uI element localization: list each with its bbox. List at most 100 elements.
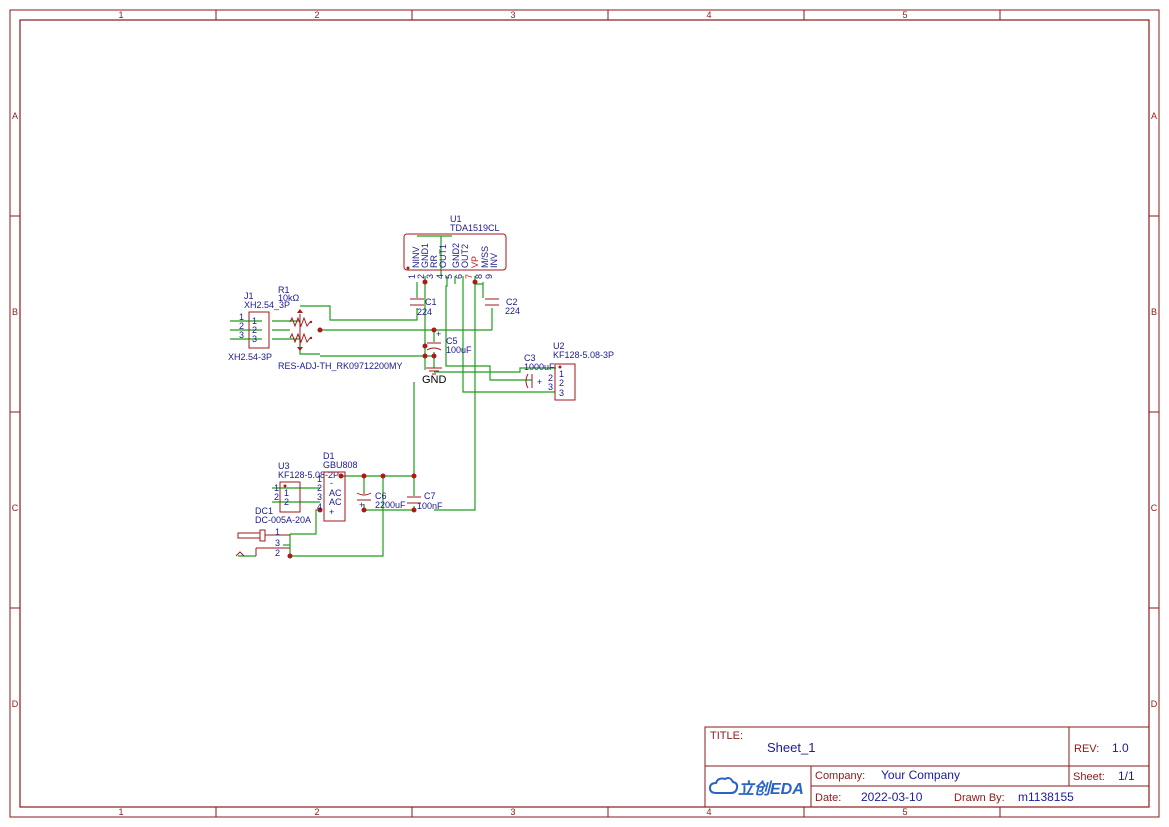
u1-pin-number: 4 (435, 274, 445, 279)
junction-dot (472, 279, 478, 285)
r1-potentiometer[interactable]: R1 10kΩ RES-ADJ-TH_RK09712200MY (278, 285, 403, 371)
c6-electrolytic-capacitor[interactable]: + C6 2200uF (356, 491, 406, 510)
u2-pin-label: 3 (559, 388, 564, 398)
dc1-ref: DC1 (255, 506, 273, 516)
junction-dot (361, 507, 367, 513)
u1-pin-numbers: 1 2 3 4 5 6 7 8 9 (407, 274, 494, 279)
junction-dot (287, 553, 293, 559)
rev-label: REV: (1074, 743, 1099, 755)
frame-col-label: 4 (706, 807, 711, 817)
d1-pin-number: 4 (317, 502, 322, 512)
c7-value: 100nF (417, 501, 443, 511)
frame-column-labels-bottom: 1 2 3 4 5 (118, 807, 907, 817)
junction-dot (422, 353, 428, 359)
u2-ref: U2 (553, 341, 565, 351)
u1-pin-number: 6 (454, 274, 464, 279)
gnd-label: GND (422, 374, 447, 386)
d1-pin-label: AC (329, 488, 342, 498)
u2-terminal-block[interactable]: U2 KF128-5.08-3P 1 2 3 2 3 (548, 341, 614, 401)
c1-value: 224 (417, 307, 432, 317)
c1-capacitor[interactable]: C1 224 (410, 297, 437, 317)
frame-col-label: 3 (510, 807, 515, 817)
dc1-power-jack[interactable]: DC1 DC-005A-20A 1 3 2 (235, 506, 311, 558)
u1-pin-name: M/SS (480, 246, 490, 268)
date-label: Date: (815, 792, 841, 804)
sheet-value: 1/1 (1118, 769, 1135, 783)
u1-body (403, 233, 507, 271)
title-value: Sheet_1 (767, 740, 815, 755)
logo-text: 立创EDA (738, 780, 804, 798)
cloud-icon (708, 777, 739, 794)
u2-value: KF128-5.08-3P (553, 350, 614, 360)
u2-pin-label: 1 (559, 369, 564, 379)
u1-amplifier-ic[interactable]: U1 TDA1519CL NINV GND1 RR OUT1 GND2 OUT2… (403, 214, 507, 279)
j1-ref: J1 (244, 291, 254, 301)
u3-pin-label: 2 (284, 497, 289, 507)
d1-pin-label: AC (329, 497, 342, 507)
dc1-pin-number: 3 (275, 538, 280, 548)
rev-value: 1.0 (1112, 741, 1129, 755)
junction-dot (422, 279, 428, 285)
dc1-collar (259, 529, 266, 542)
dc1-pin-number: 1 (275, 527, 280, 537)
j1-connector[interactable]: J1 XH2.54_3P XH2.54-3P 1 2 3 1 2 3 (228, 291, 290, 362)
u3-pin-label: 1 (284, 488, 289, 498)
c2-capacitor[interactable]: C2 224 (485, 297, 520, 316)
u1-pin-name: OUT1 (438, 244, 448, 268)
c6-value: 2200uF (375, 500, 406, 510)
c3-plus-sign: + (537, 377, 542, 387)
d1-value: GBU808 (323, 460, 358, 470)
c7-capacitor[interactable]: C7 100nF (407, 491, 443, 511)
u1-pin-number: 7 (464, 274, 474, 279)
c6-plus-sign: + (359, 500, 364, 510)
u1-pin-number: 9 (484, 274, 494, 279)
date-value: 2022-03-10 (861, 790, 923, 804)
title-label: TITLE: (710, 730, 743, 742)
u3-pin-number: 2 (274, 492, 279, 502)
d1-pin-number: 1 (317, 474, 322, 484)
frame-row-label: D (1151, 699, 1158, 709)
u2-body (554, 363, 576, 401)
junction-dot (317, 327, 323, 333)
frame-col-label: 5 (902, 10, 907, 20)
c2-ref: C2 (506, 297, 518, 307)
dc1-value: DC-005A-20A (255, 515, 311, 525)
u1-pin-number: 5 (444, 274, 454, 279)
frame-row-label: C (12, 503, 19, 513)
d1-pin-label: + (329, 507, 334, 517)
u1-pin-name: VP (470, 256, 480, 268)
u1-pin-name: RR (429, 255, 439, 268)
junction-dot (338, 473, 344, 479)
j1-pin-number: 1 (239, 312, 244, 322)
frame-col-label: 1 (118, 10, 123, 20)
u3-body (279, 481, 301, 513)
d1-pin-number: 2 (317, 483, 322, 493)
frame-col-label: 3 (510, 10, 515, 20)
c3-value: 1000uF (524, 362, 555, 372)
u1-ref: U1 (450, 214, 462, 224)
c2-value: 224 (505, 306, 520, 316)
frame-column-labels-top: 1 2 3 4 5 (118, 10, 907, 20)
j1-pin-label: 2 (252, 325, 257, 335)
frame-col-label: 5 (902, 807, 907, 817)
u1-pin-number: 1 (407, 274, 417, 279)
frame-row-label: B (1151, 307, 1157, 317)
junction-dot (411, 507, 417, 513)
frame-row-label: D (12, 699, 19, 709)
u3-terminal-block[interactable]: U3 KF128-5.08-2P 1 2 1 2 (274, 461, 339, 513)
frame-row-label: C (1151, 503, 1158, 513)
frame-col-label: 2 (314, 807, 319, 817)
junction-dot (380, 473, 386, 479)
d1-bridge-rectifier[interactable]: D1 GBU808 1 2 3 4 - AC AC + (317, 451, 358, 522)
u1-pin-name: GND1 (420, 243, 430, 268)
d1-body (323, 471, 346, 522)
r1-ref: R1 (278, 285, 290, 295)
dc1-pin-number: 2 (275, 548, 280, 558)
junction-dot (361, 473, 367, 479)
d1-pin-number: 3 (317, 492, 322, 502)
frame-row-labels-left: A B C D (12, 111, 19, 709)
c3-electrolytic-capacitor[interactable]: + C3 1000uF (524, 353, 555, 389)
c5-electrolytic-capacitor[interactable]: + C5 100uF (426, 329, 472, 355)
c5-ref: C5 (446, 336, 458, 346)
company-value: Your Company (881, 768, 960, 782)
